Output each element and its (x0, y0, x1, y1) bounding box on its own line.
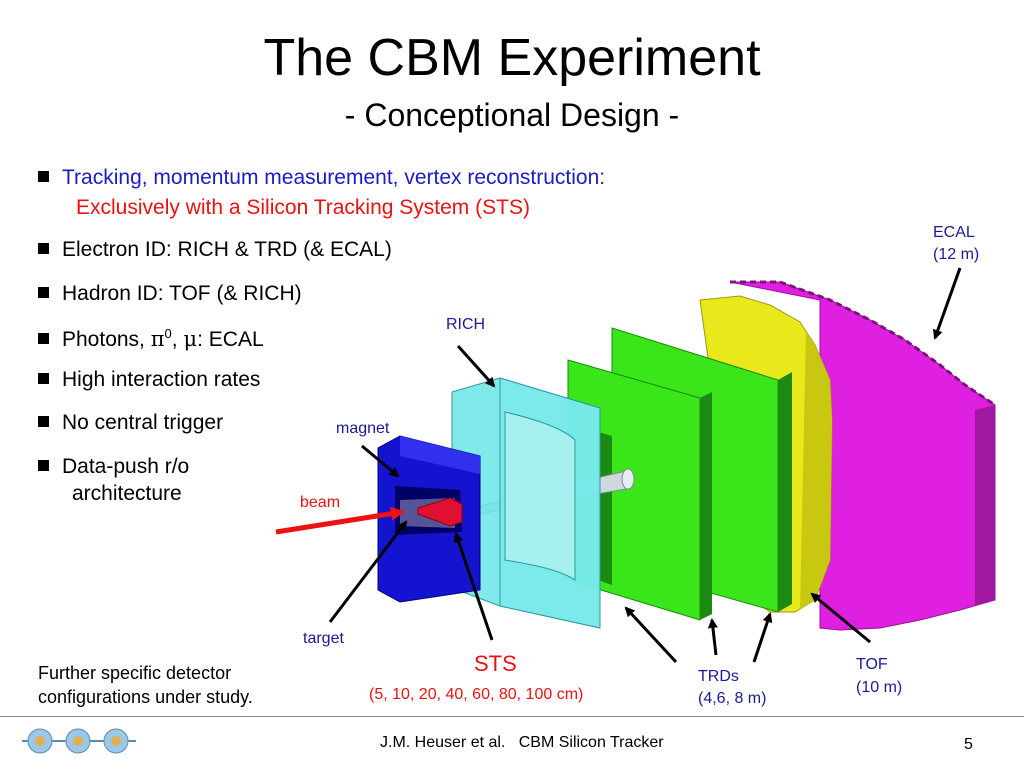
label-magnet: magnet (336, 420, 390, 437)
bullet-text: Tracking, momentum measurement, vertex r… (62, 166, 606, 189)
bullet-text: : ECAL (197, 328, 264, 351)
bullet-text: Electron ID: RICH & TRD (& ECAL) (62, 238, 392, 261)
bullet-item-electron-id: Electron ID: RICH & TRD (& ECAL) (38, 238, 392, 262)
magnet-arrow (361, 444, 400, 478)
bullet-item-trigger: No central trigger (38, 411, 223, 435)
bullet-subline: Exclusively with a Silicon Tracking Syst… (76, 196, 530, 219)
bullet-subline: architecture (72, 482, 182, 505)
label-beam: beam (300, 494, 341, 511)
trd-arrow-2 (707, 618, 718, 656)
label-sts: STS (474, 651, 517, 676)
footnote: Further specific detector configurations… (38, 661, 253, 709)
footer-logo-strip (22, 728, 136, 754)
logo-icon (22, 728, 136, 754)
bullet-square-icon (38, 333, 49, 344)
label-target: target (303, 630, 344, 647)
label-rich: RICH (446, 316, 486, 333)
bullet-text: High interaction rates (62, 368, 261, 391)
bullet-item-hadron-id: Hadron ID: TOF (& RICH) (38, 282, 302, 306)
page-number: 5 (964, 736, 973, 753)
rich-detector (451, 377, 601, 629)
bullet-square-icon (38, 460, 49, 471)
label-tof: TOF (856, 656, 888, 673)
footnote-line: Further specific detector (38, 663, 232, 683)
bullet-square-icon (38, 416, 49, 427)
mu-symbol: μ (183, 327, 198, 351)
bullet-text: Data-push r/o (62, 455, 190, 478)
sts-detector (417, 497, 463, 527)
bullet-text: Hadron ID: TOF (& RICH) (62, 282, 302, 305)
footer-text: J.M. Heuser et al. CBM Silicon Tracker (380, 734, 664, 751)
bullet-item-photons: Photons, π0, μ: ECAL (38, 326, 264, 352)
beam-arrow (275, 506, 405, 535)
bullet-square-icon (38, 287, 49, 298)
slide-subtitle: - Conceptional Design - (344, 97, 680, 133)
label-sts-positions: (5, 10, 20, 40, 60, 80, 100 cm) (369, 686, 584, 703)
slide-title: The CBM Experiment (263, 29, 761, 87)
bullet-text: , (171, 328, 184, 351)
target-arrow (328, 520, 408, 623)
label-trds: TRDs (698, 668, 739, 685)
label-ecal-distance: (12 m) (933, 246, 980, 263)
bullet-text: No central trigger (62, 411, 224, 434)
rich-arrow (456, 344, 496, 388)
label-trds-distances: (4,6, 8 m) (698, 690, 767, 707)
label-ecal: ECAL (933, 224, 975, 241)
bullet-square-icon (38, 243, 49, 254)
trd-arrow-1 (624, 606, 678, 664)
bullet-square-icon (38, 171, 49, 182)
tof-arrow (810, 592, 871, 644)
label-tof-distance: (10 m) (856, 679, 903, 696)
magnet (377, 435, 481, 603)
pi-symbol: π (150, 327, 165, 351)
sts-arrow (453, 532, 494, 641)
footnote-line: configurations under study. (38, 687, 253, 707)
bullet-item-data-push: Data-push r/o (38, 455, 189, 479)
ecal-detector (729, 280, 996, 631)
trd-arrow-3 (752, 612, 773, 663)
bullet-item-rates: High interaction rates (38, 368, 260, 392)
bullet-text: Photons, (62, 328, 151, 351)
ecal-arrow (932, 267, 962, 340)
footer-divider (0, 716, 1024, 717)
superscript: 0 (164, 326, 172, 341)
bullet-square-icon (38, 373, 49, 384)
bullet-item-tracking: Tracking, momentum measurement, vertex r… (38, 166, 605, 190)
trd-detector-1 (598, 432, 612, 585)
